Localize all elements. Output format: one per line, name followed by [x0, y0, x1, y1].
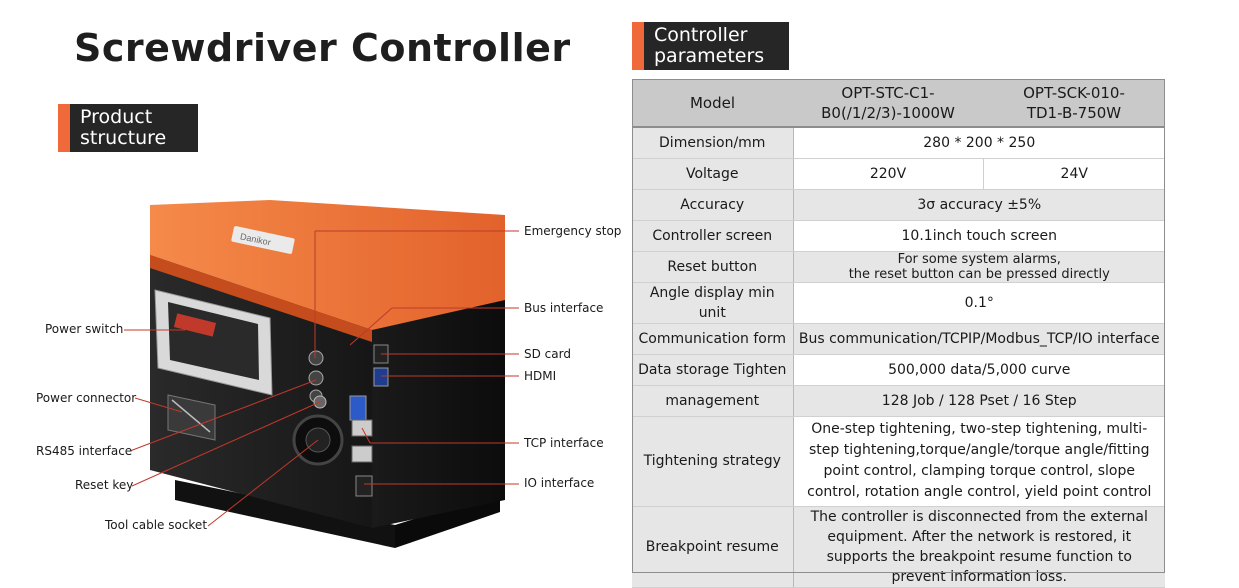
row-value: 280 * 200 * 250	[793, 127, 1165, 159]
eth2-port	[351, 445, 373, 463]
row-label: Communication form	[632, 323, 794, 355]
row-label: Dimension/mm	[632, 127, 794, 159]
row-label: Voltage	[632, 158, 794, 190]
hdmi-port	[373, 367, 389, 387]
table-row: Voltage 220V 24V	[632, 158, 1165, 190]
row-value: 0.1°	[793, 282, 1165, 324]
usb-ports	[349, 395, 367, 421]
table-row: management 128 Job / 128 Pset / 16 Step	[632, 385, 1165, 417]
callout-power-connector: Power connector	[36, 391, 137, 405]
table-row: Tightening strategy One-step tightening,…	[632, 416, 1165, 507]
page-title: Screwdriver Controller	[74, 26, 571, 70]
parameters-table: Model OPT-STC-C1- B0(/1/2/3)-1000W OPT-S…	[632, 79, 1165, 588]
header-model-1: OPT-STC-C1- B0(/1/2/3)-1000W	[793, 79, 983, 128]
table-header-row: Model OPT-STC-C1- B0(/1/2/3)-1000W OPT-S…	[632, 79, 1165, 128]
callout-reset-key: Reset key	[75, 478, 134, 492]
cover-edge	[150, 255, 372, 342]
callout-sd-card: SD card	[524, 347, 571, 361]
io-port	[355, 475, 373, 497]
table-row: Breakpoint resume The controller is disc…	[632, 506, 1165, 588]
row-value: 24V	[982, 158, 1165, 190]
controller-parameters-label: Controller parameters	[644, 22, 789, 70]
table-row: Communication form Bus communication/TCP…	[632, 323, 1165, 355]
table-row: Data storage Tighten 500,000 data/5,000 …	[632, 354, 1165, 386]
controller-parameters-heading: Controller parameters	[632, 22, 789, 70]
row-label: Breakpoint resume	[632, 506, 794, 588]
header-model: Model	[632, 79, 793, 128]
callout-power-switch: Power switch	[45, 322, 124, 336]
table-row: Angle display min unit 0.1°	[632, 282, 1165, 324]
side-panel	[372, 268, 505, 528]
row-label: Reset button	[632, 251, 794, 283]
callout-tool-cable: Tool cable socket	[105, 518, 208, 532]
row-label: Data storage Tighten	[632, 354, 794, 386]
em-stop2-port	[308, 370, 324, 386]
table-row: Accuracy 3σ accuracy ±5%	[632, 189, 1165, 221]
callout-hdmi: HDMI	[524, 369, 557, 383]
row-value: 128 Job / 128 Pset / 16 Step	[793, 385, 1165, 417]
row-label: Tightening strategy	[632, 416, 794, 507]
base-foot-left	[175, 480, 395, 548]
row-label: Accuracy	[632, 189, 794, 221]
header-model-2: OPT-SCK-010- TD1-B-750W	[983, 79, 1165, 128]
row-value: 10.1inch touch screen	[793, 220, 1165, 252]
em-stop1-port	[308, 350, 324, 366]
callout-bus-interface: Bus interface	[524, 301, 604, 315]
callout-leaders	[124, 230, 519, 527]
heading-accent-bar	[632, 22, 644, 70]
product-structure-label: Product structure	[70, 104, 198, 152]
table-row: Reset button For some system alarms, the…	[632, 251, 1165, 283]
callout-rs485: RS485 interface	[36, 444, 133, 458]
callout-emergency-stop: Emergency stop	[524, 224, 622, 238]
brand-plate	[231, 226, 295, 254]
row-value: 3σ accuracy ±5%	[793, 189, 1165, 221]
row-label: management	[632, 385, 794, 417]
row-value: Bus communication/TCPIP/Modbus_TCP/IO in…	[793, 323, 1165, 355]
row-value: One-step tightening, two-step tightening…	[793, 416, 1165, 507]
row-value: 220V	[793, 158, 983, 190]
row-value: 500,000 data/5,000 curve	[793, 354, 1165, 386]
controller-device-illustration: Danikor	[124, 200, 519, 548]
table-row: Dimension/mm 280 * 200 * 250	[632, 127, 1165, 159]
row-label: Controller screen	[632, 220, 794, 252]
callout-tcp: TCP interface	[524, 436, 604, 450]
row-value: For some system alarms, the reset button…	[793, 251, 1165, 283]
heading-accent-bar	[58, 104, 70, 152]
row-value: The controller is disconnected from the …	[793, 506, 1165, 588]
row-label: Angle display min unit	[632, 282, 794, 324]
power-switch-rocker	[173, 313, 217, 337]
table-row: Controller screen 10.1inch touch screen	[632, 220, 1165, 252]
product-structure-heading: Product structure	[58, 104, 198, 152]
callout-io: IO interface	[524, 476, 595, 490]
